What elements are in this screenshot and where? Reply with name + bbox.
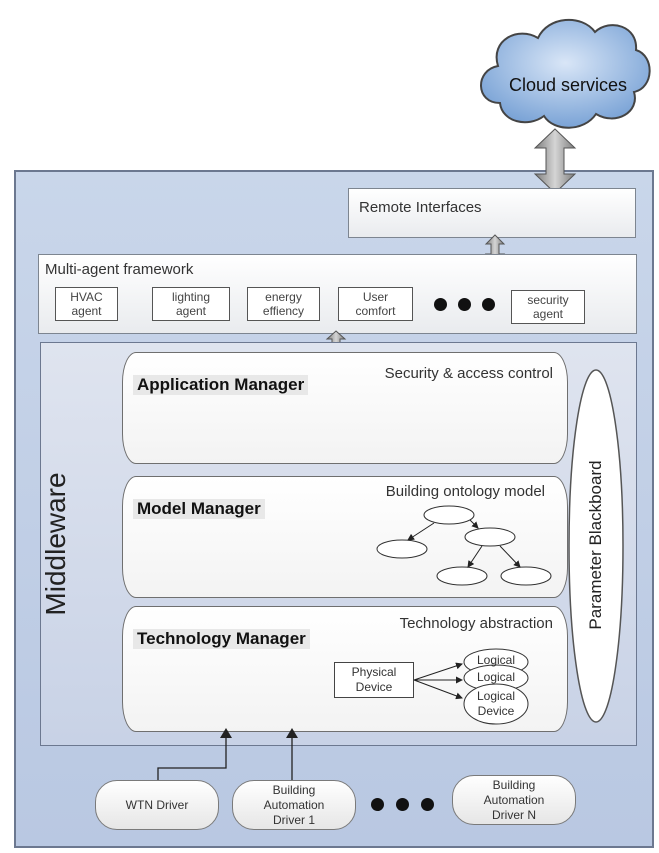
model-manager-title: Model Manager xyxy=(133,499,265,519)
logical-device-arrow xyxy=(413,662,463,681)
ontology-graph xyxy=(376,505,552,586)
ontology-edge xyxy=(467,545,483,568)
physical-device-box: Physical Device xyxy=(334,662,414,698)
logical-device-label: Logical Device xyxy=(476,689,516,718)
ontology-node xyxy=(464,527,516,547)
ontology-node xyxy=(436,566,488,586)
logical-device-arrow xyxy=(413,679,463,700)
logical-device-label: Logical xyxy=(476,670,516,684)
logical-device-label: Logical xyxy=(476,653,516,667)
driver-connector-arrowhead xyxy=(286,728,298,738)
application-manager-layer: Application Manager Security & access co… xyxy=(122,352,568,464)
lighting-agent-box: lighting agent xyxy=(152,287,230,321)
energy-efficiency-box: energy effiency xyxy=(247,287,320,321)
ontology-node xyxy=(500,566,552,586)
model-manager-subtitle: Building ontology model xyxy=(385,483,545,500)
driver-connector xyxy=(157,732,227,782)
technology-manager-title: Technology Manager xyxy=(133,629,310,649)
driver-connectors xyxy=(157,728,298,782)
ontology-node xyxy=(376,539,428,559)
application-manager-subtitle: Security & access control xyxy=(384,365,553,382)
ellipsis-dot xyxy=(421,798,434,811)
application-manager-title: Application Manager xyxy=(133,375,309,395)
remote-interfaces-label: Remote Interfaces xyxy=(359,199,482,216)
ellipsis-dot xyxy=(396,798,409,811)
ellipsis-dot xyxy=(371,798,384,811)
ontology-node xyxy=(423,505,475,525)
remote-interfaces-box: Remote Interfaces xyxy=(348,188,636,238)
technology-manager-subtitle: Technology abstraction xyxy=(399,615,553,632)
logical-device-ellipse xyxy=(463,683,529,725)
cloud-label: Cloud services xyxy=(508,75,628,95)
parameter-blackboard-shape xyxy=(568,369,624,723)
building-automation-driver-n-box: Building Automation Driver N xyxy=(452,775,576,825)
ontology-edge xyxy=(469,519,479,529)
ellipsis-dot xyxy=(458,298,471,311)
driver-connector-arrowhead xyxy=(220,728,232,738)
ellipsis-dot xyxy=(434,298,447,311)
ellipsis-dot xyxy=(482,298,495,311)
logical-devices-graphic xyxy=(413,648,529,725)
middleware-label: Middleware xyxy=(40,472,71,616)
ontology-edge xyxy=(407,522,435,541)
cloud-remote-arrow xyxy=(533,128,577,194)
blackboard-label: Parameter Blackboard xyxy=(586,460,605,630)
security-agent-box: security agent xyxy=(511,290,585,324)
user-comfort-box: User comfort xyxy=(338,287,413,321)
ontology-edge xyxy=(499,545,521,568)
framework-title: Multi-agent framework xyxy=(45,261,194,278)
wtn-driver-box: WTN Driver xyxy=(95,780,219,830)
cloud-shape xyxy=(480,18,651,129)
hvac-agent-box: HVAC agent xyxy=(55,287,118,321)
building-automation-driver-1-box: Building Automation Driver 1 xyxy=(232,780,356,830)
